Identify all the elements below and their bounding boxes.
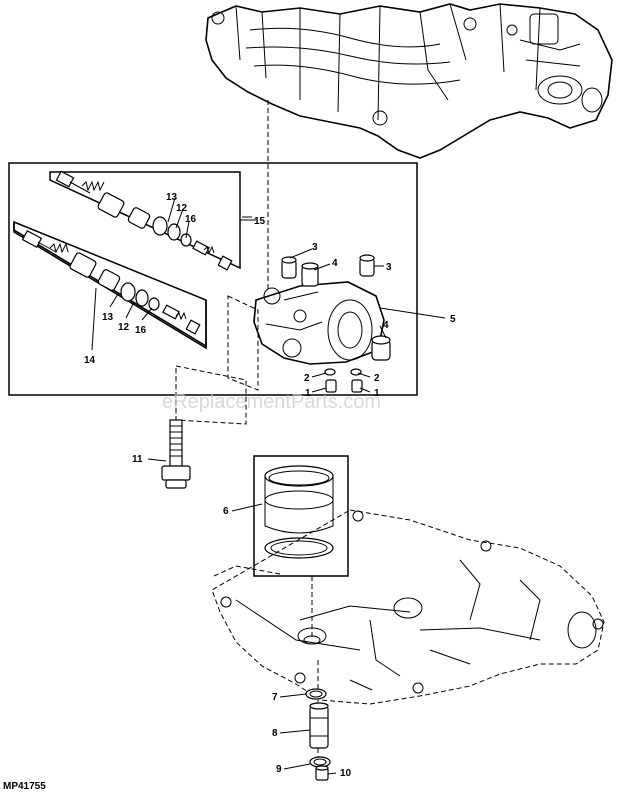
plug-10 [315, 765, 329, 781]
callout-4-top: 4 [332, 258, 338, 269]
upper-housing [205, 3, 613, 159]
callout-7: 7 [272, 692, 278, 703]
pump-assembly-frame [8, 162, 418, 396]
callout-13-lower: 13 [102, 312, 114, 323]
callout-labels: 13 12 16 15 3 4 3 5 4 2 2 1 1 13 12 16 1… [84, 192, 456, 779]
kit-box-15 [49, 171, 241, 270]
o-ring-9 [309, 756, 331, 768]
valve-kit-lower [21, 230, 201, 335]
callout-3-left: 3 [312, 242, 318, 253]
lower-housing [211, 509, 605, 705]
callout-2-left: 2 [304, 373, 310, 384]
callout-9: 9 [276, 764, 282, 775]
filter-kit-box [253, 455, 349, 577]
callout-16-upper: 16 [185, 214, 197, 225]
relief-valve-8 [309, 702, 329, 749]
callout-16-lower: 16 [135, 325, 147, 336]
charge-pump-body [253, 254, 391, 393]
callout-6: 6 [223, 506, 229, 517]
callout-13-upper: 13 [166, 192, 178, 203]
o-ring-7 [305, 688, 327, 700]
callout-1-left: 1 [305, 388, 311, 399]
leader-lines [91, 197, 446, 775]
callout-5: 5 [450, 314, 456, 325]
bolt-11 [161, 365, 247, 489]
watermark: eReplacementParts.com [162, 391, 381, 413]
callout-8: 8 [272, 728, 278, 739]
callout-10: 10 [340, 768, 352, 779]
callout-12-upper: 12 [176, 203, 188, 214]
callout-15: 15 [254, 216, 266, 227]
figure-code: MP41755 [3, 781, 46, 792]
valve-kit-upper [55, 170, 233, 271]
filter-6 [264, 465, 334, 559]
callout-12-lower: 12 [118, 322, 130, 333]
callout-4-right: 4 [383, 320, 389, 331]
callout-1-right: 1 [374, 388, 380, 399]
callout-3-right: 3 [386, 262, 392, 273]
callout-14: 14 [84, 355, 96, 366]
callout-2-right: 2 [374, 373, 380, 384]
callout-11: 11 [132, 454, 143, 465]
